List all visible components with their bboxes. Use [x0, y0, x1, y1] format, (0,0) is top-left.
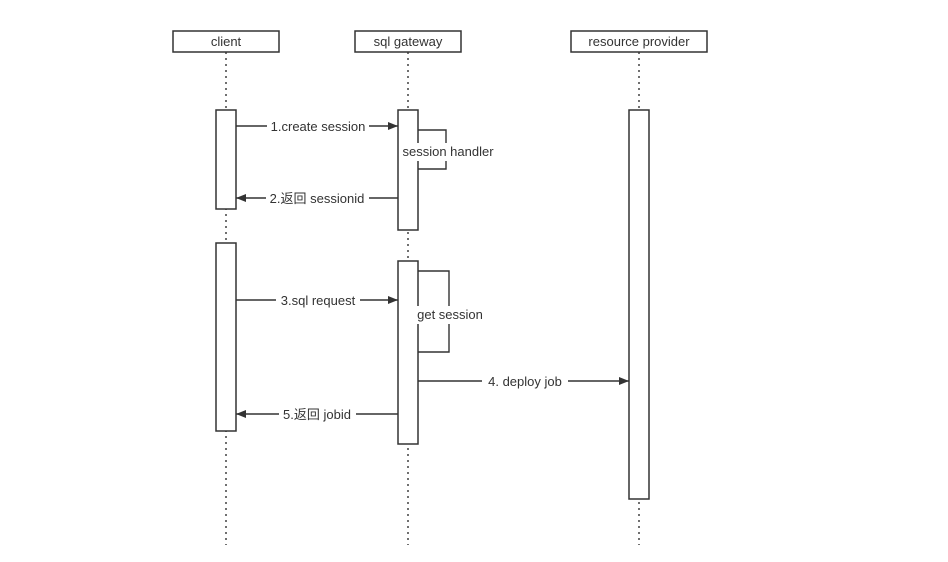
message-return-sessionid: 2.返回 sessionid	[236, 190, 398, 208]
message-sql-request: 3.sql request	[236, 292, 398, 310]
message-deploy-job-label: 4. deploy job	[488, 374, 562, 389]
participant-resource-provider: resource provider	[570, 30, 708, 53]
participant-sql-gateway: sql gateway	[354, 30, 462, 53]
self-call-get-session: get session	[413, 270, 487, 353]
participant-client-label: client	[211, 34, 242, 49]
message-create-session: 1.create session	[236, 117, 398, 135]
activation-gateway-2	[397, 260, 419, 445]
participant-sql-gateway-label: sql gateway	[374, 34, 443, 49]
message-create-session-label: 1.create session	[271, 119, 366, 134]
self-call-session-handler-label: session handler	[402, 144, 494, 159]
message-sql-request-label: 3.sql request	[281, 293, 356, 308]
activation-gateway-1	[397, 109, 419, 231]
self-call-session-handler: session handler	[399, 129, 496, 170]
message-deploy-job: 4. deploy job	[418, 373, 629, 391]
activation-client-2	[215, 242, 237, 432]
participant-resource-provider-label: resource provider	[588, 34, 690, 49]
message-return-jobid-label: 5.返回 jobid	[283, 407, 351, 422]
activation-provider	[628, 109, 650, 500]
message-return-sessionid-label: 2.返回 sessionid	[270, 191, 365, 206]
participant-client: client	[172, 30, 280, 53]
message-return-jobid: 5.返回 jobid	[236, 406, 398, 424]
activation-client-1	[215, 109, 237, 210]
self-call-get-session-label: get session	[417, 307, 483, 322]
